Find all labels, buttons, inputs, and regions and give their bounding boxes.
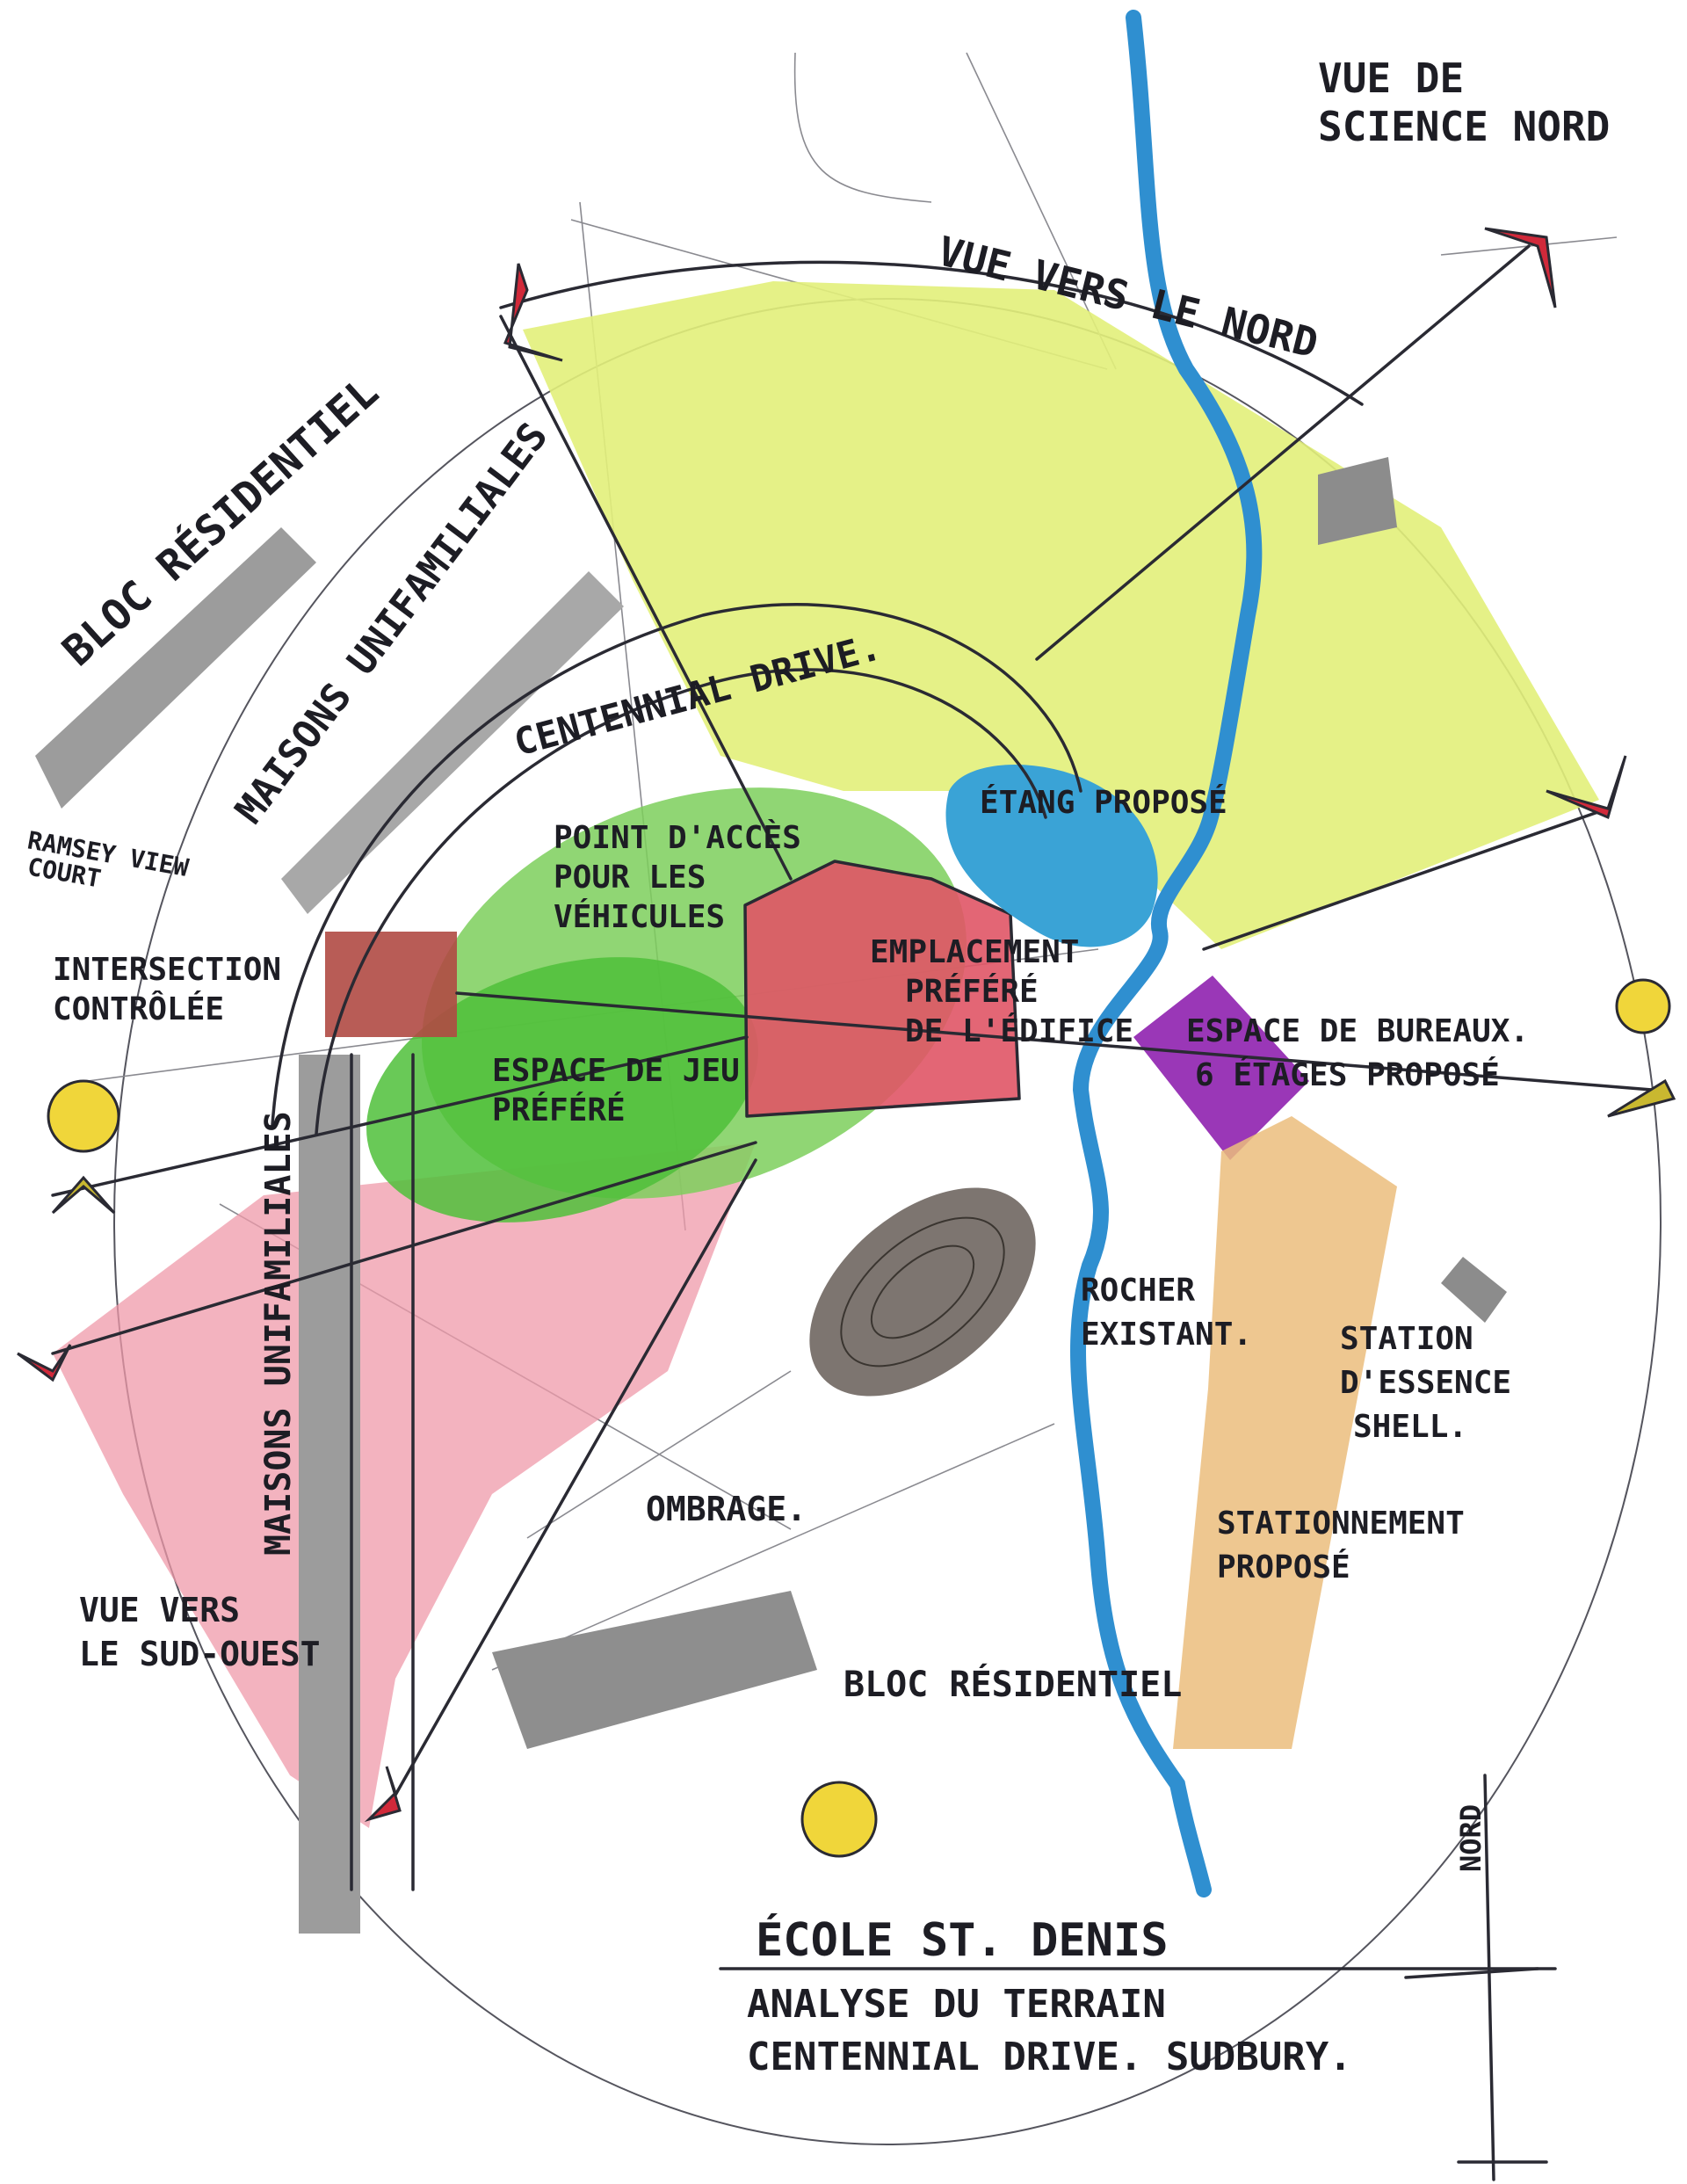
- label-vue-science-nord-2: SCIENCE NORD: [1318, 103, 1610, 150]
- sun-west-icon: [47, 1079, 120, 1153]
- north-view-zone: [523, 281, 1599, 949]
- sun-east-rays-icon: [1607, 1078, 1676, 1118]
- southwest-view-zone: [53, 1143, 756, 1828]
- label-station-2: D'ESSENCE: [1340, 1365, 1511, 1401]
- viewpoint-marker-e: [1546, 755, 1627, 820]
- label-espace-bureaux-1: ESPACE DE BUREAUX.: [1186, 1013, 1529, 1049]
- label-point-acces-2: POUR LES: [554, 860, 706, 896]
- north-view-arc: [499, 260, 1364, 406]
- title-analysis: ANALYSE DU TERRAIN: [747, 1982, 1166, 2027]
- gas-station: [1441, 1257, 1507, 1323]
- sun-west-rays-icon: [51, 1175, 116, 1215]
- building-footprint: [745, 861, 1019, 1116]
- label-station-3: SHELL.: [1353, 1409, 1467, 1445]
- label-vue-sud-ouest-1: VUE VERS: [79, 1591, 240, 1629]
- centennial-drive-inner: [315, 668, 1047, 1136]
- gray-building-top-right: [1318, 457, 1397, 545]
- label-maisons-unifamiliales-left: MAISONS UNIFAMILIALES: [258, 1111, 299, 1556]
- play-area-zone: [366, 957, 758, 1223]
- existing-rock: [809, 1187, 1036, 1397]
- river: [1070, 10, 1263, 1897]
- label-stationnement-2: PROPOSÉ: [1217, 1549, 1350, 1585]
- sun-markers: [47, 978, 1676, 1858]
- label-bloc-residentiel-bottom: BLOC RÉSIDENTIEL: [844, 1663, 1182, 1705]
- label-espace-jeu-2: PRÉFÉRÉ: [492, 1092, 626, 1128]
- label-rocher-1: ROCHER: [1081, 1273, 1195, 1309]
- sun-south-icon: [800, 1781, 878, 1858]
- centennial-drive-outer: [271, 603, 1082, 1127]
- viewpoint-marker-sw: [364, 1766, 402, 1823]
- office-building: [1133, 976, 1309, 1160]
- label-emplacement-2: PRÉFÉRÉ: [905, 973, 1039, 1010]
- sight-lines: [51, 244, 1654, 1891]
- viewpoint-marker-nw: [503, 263, 563, 362]
- label-vue-sud-ouest-2: LE SUD-OUEST: [79, 1635, 321, 1673]
- label-station-1: STATION: [1340, 1321, 1473, 1357]
- title-school-name: ÉCOLE ST. DENIS: [756, 1913, 1169, 1967]
- viewpoint-markers: [17, 227, 1627, 1823]
- label-intersection-2: CONTRÔLÉE: [53, 990, 224, 1027]
- label-point-acces-3: VÉHICULES: [554, 898, 725, 935]
- label-intersection-1: INTERSECTION: [53, 952, 281, 988]
- residential-block-bottom: [492, 1591, 817, 1749]
- label-emplacement-1: EMPLACEMENT: [870, 934, 1079, 970]
- parking-zone: [1173, 1116, 1397, 1749]
- label-rocher-2: EXISTANT.: [1081, 1317, 1252, 1353]
- controlled-intersection: [325, 932, 457, 1037]
- single-family-block-top: [281, 571, 624, 914]
- label-espace-jeu-1: ESPACE DE JEU: [492, 1053, 740, 1089]
- label-vue-science-nord-1: VUE DE: [1318, 54, 1464, 102]
- label-emplacement-3: DE L'ÉDIFICE: [905, 1012, 1133, 1049]
- label-stationnement-1: STATIONNEMENT: [1217, 1506, 1465, 1542]
- label-ombrage: OMBRAGE.: [646, 1490, 807, 1528]
- label-espace-bureaux-2: 6 ÉTAGES PROPOSÉ: [1195, 1056, 1500, 1093]
- viewpoint-marker-w: [17, 1344, 72, 1382]
- viewpoint-marker-ne: [1484, 227, 1557, 308]
- label-point-acces-1: POINT D'ACCÈS: [554, 819, 801, 856]
- title-location: CENTENNIAL DRIVE. SUDBURY.: [747, 2035, 1352, 2079]
- label-etang-propose: ÉTANG PROPOSÉ: [980, 784, 1227, 821]
- sun-east-icon: [1615, 978, 1671, 1034]
- label-nord: NORD: [1454, 1804, 1488, 1872]
- residential-block-top: [35, 527, 316, 809]
- pond: [945, 765, 1158, 947]
